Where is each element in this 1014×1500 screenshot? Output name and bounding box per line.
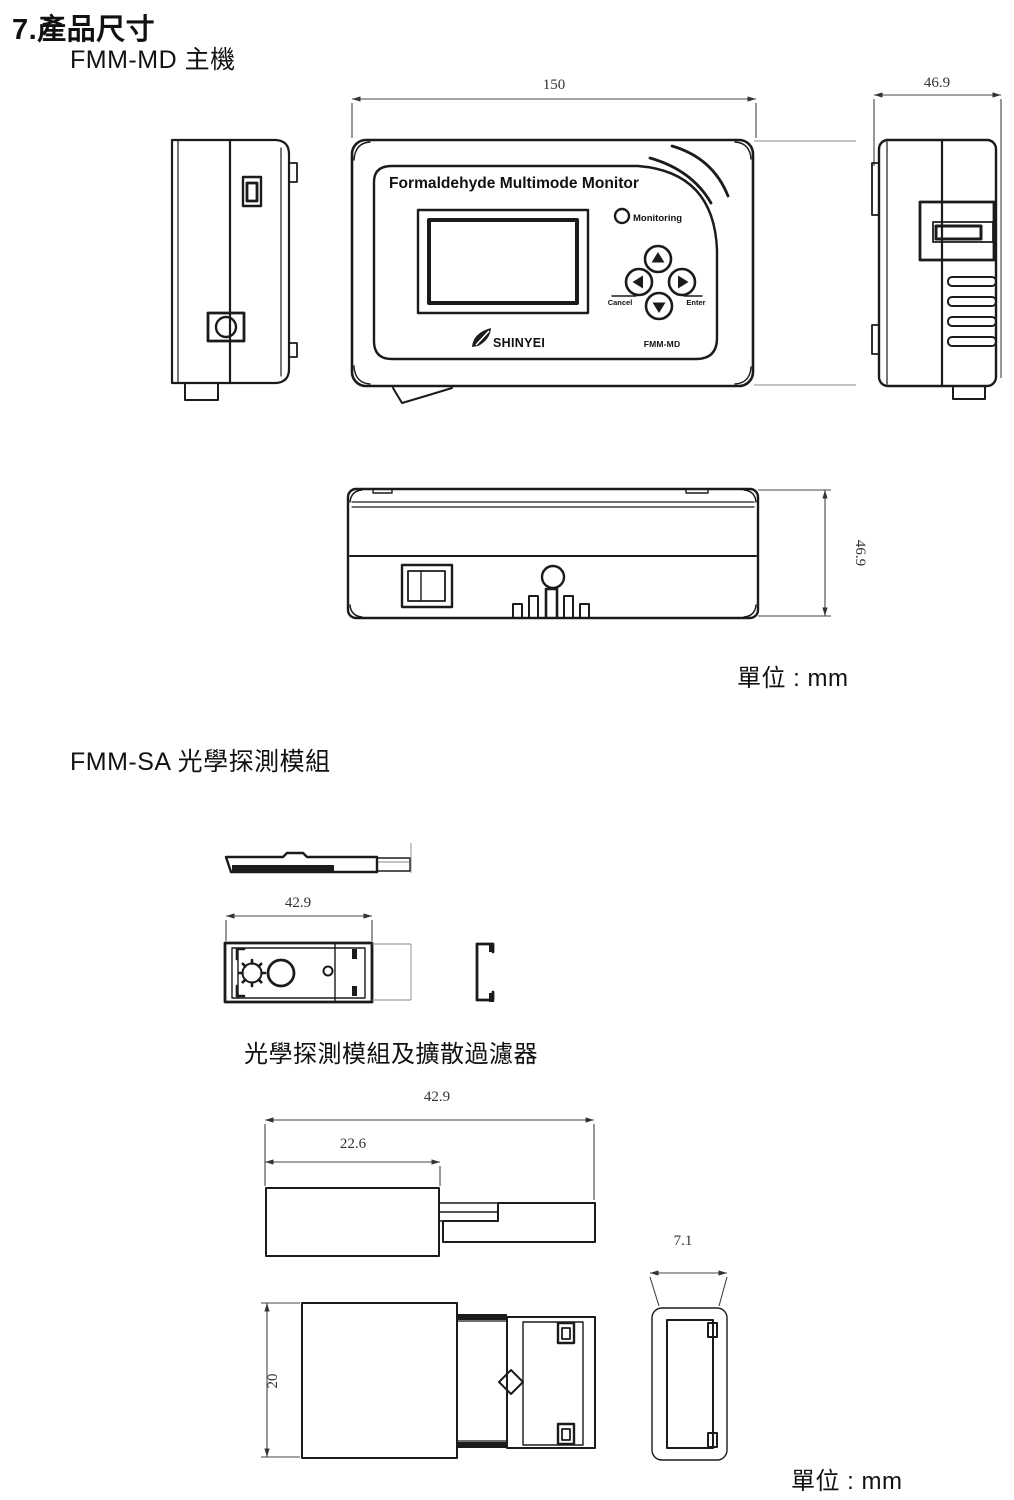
fmm-md-front-view: Formaldehyde Multimode Monitor Monitorin… bbox=[350, 138, 856, 404]
dim-46-9-side-label: 46.9 bbox=[852, 540, 868, 566]
fmm-sa-assembly-top-view bbox=[265, 1187, 596, 1257]
module-body bbox=[265, 1187, 440, 1257]
dim-46-9-top-label: 46.9 bbox=[924, 75, 950, 91]
dpad-buttons: Cancel Enter bbox=[608, 244, 706, 321]
dimension-module-42-9: 42.9 bbox=[225, 895, 373, 941]
fmm-md-left-side-view bbox=[170, 138, 298, 401]
monitoring-led bbox=[613, 207, 631, 225]
right-button bbox=[667, 267, 697, 297]
mount-tab-lower bbox=[288, 342, 298, 358]
bottom-foot bbox=[184, 382, 219, 401]
module-body bbox=[301, 1302, 458, 1459]
section-title: 7.產品尺寸 bbox=[12, 14, 156, 46]
body-outline bbox=[350, 138, 755, 388]
dim-total-label: 42.9 bbox=[424, 1089, 450, 1105]
right-arrow-icon bbox=[678, 275, 689, 289]
unit-label-top: 單位 : mm bbox=[737, 665, 849, 692]
fmm-sa-filter-front-view: 7.1 bbox=[649, 1233, 728, 1461]
dimension-depth-46-9: 46.9 bbox=[758, 489, 868, 617]
dim-150-label: 150 bbox=[543, 77, 566, 93]
toothed-lens-opening bbox=[237, 958, 267, 988]
fmm-sa-profile-view bbox=[224, 843, 412, 874]
dim-42-9-label: 42.9 bbox=[285, 895, 311, 911]
buzzer-hole bbox=[540, 564, 566, 590]
dim-height-label: 20 bbox=[265, 1374, 281, 1389]
unit-label-bottom: 單位 : mm bbox=[791, 1468, 903, 1495]
cancel-label: Cancel bbox=[608, 298, 633, 307]
decor-arc-inner bbox=[648, 156, 713, 205]
fmm-sa-filter-side-view bbox=[475, 942, 495, 1002]
lcd-screen-frame bbox=[416, 208, 590, 315]
body-outline bbox=[346, 487, 760, 620]
module-outline bbox=[223, 941, 374, 1004]
fmm-md-right-side-view: 46.9 bbox=[871, 75, 1002, 400]
pin-hole bbox=[322, 965, 334, 977]
mount-tab-lower bbox=[871, 324, 880, 355]
inlet-diamond bbox=[498, 1369, 524, 1395]
filter-bracket-outline bbox=[475, 942, 495, 1002]
front-panel bbox=[372, 164, 719, 361]
decor-arc-outer bbox=[670, 144, 730, 198]
up-arrow-icon bbox=[651, 252, 665, 263]
filter-outline bbox=[651, 1307, 728, 1461]
left-arrow-icon bbox=[632, 275, 643, 289]
down-arrow-icon bbox=[652, 302, 666, 313]
module-profile-outline bbox=[224, 851, 379, 874]
power-switch bbox=[400, 563, 454, 609]
dim-filter-label: 7.1 bbox=[674, 1233, 693, 1249]
dimension-assembly-22-6: 22.6 bbox=[265, 1136, 441, 1186]
dimension-width-150: 150 bbox=[351, 77, 757, 138]
enter-label: Enter bbox=[686, 298, 705, 307]
monitoring-label: Monitoring bbox=[633, 213, 682, 224]
body-outline bbox=[170, 138, 291, 385]
vent-slots bbox=[947, 276, 997, 347]
brand-leaf-icon bbox=[472, 328, 491, 347]
body-outline bbox=[877, 138, 998, 388]
connector-lugs bbox=[556, 1321, 576, 1446]
dim-body-label: 22.6 bbox=[340, 1136, 367, 1152]
left-button bbox=[624, 267, 654, 297]
filter-shell bbox=[506, 1316, 596, 1449]
panel-title: Formaldehyde Multimode Monitor bbox=[389, 175, 639, 192]
fmm-md-heading: FMM-MD 主機 bbox=[70, 46, 236, 74]
mount-tab-upper bbox=[288, 162, 298, 183]
bottom-latch bbox=[392, 387, 453, 404]
diffusion-filter bbox=[442, 1202, 596, 1243]
fmm-sa-heading: FMM-SA 光學探測模組 bbox=[70, 748, 331, 776]
side-switch-opening bbox=[241, 175, 263, 208]
module-slot bbox=[918, 200, 996, 262]
fmm-sa-assembly-side-view: 20 bbox=[261, 1302, 596, 1459]
fmm-md-bottom-view: 46.9 bbox=[346, 487, 868, 620]
dimension-assembly-42-9: 42.9 bbox=[264, 1089, 595, 1200]
fmm-sa-module-front-view bbox=[223, 941, 412, 1004]
up-button bbox=[643, 244, 673, 274]
bottom-foot bbox=[952, 385, 986, 400]
lcd-screen bbox=[427, 218, 579, 305]
brand-logo-text: SHINYEI bbox=[493, 336, 545, 350]
down-button bbox=[644, 291, 674, 321]
fmm-sa-caption: 光學探測模組及擴散過濾器 bbox=[244, 1041, 538, 1068]
lens-opening bbox=[266, 958, 296, 988]
dimension-height-20: 20 bbox=[261, 1302, 300, 1458]
vent-bars bbox=[512, 587, 590, 619]
model-label: FMM-MD bbox=[644, 339, 681, 349]
side-connector bbox=[206, 311, 246, 343]
mount-tab-upper bbox=[871, 162, 880, 216]
